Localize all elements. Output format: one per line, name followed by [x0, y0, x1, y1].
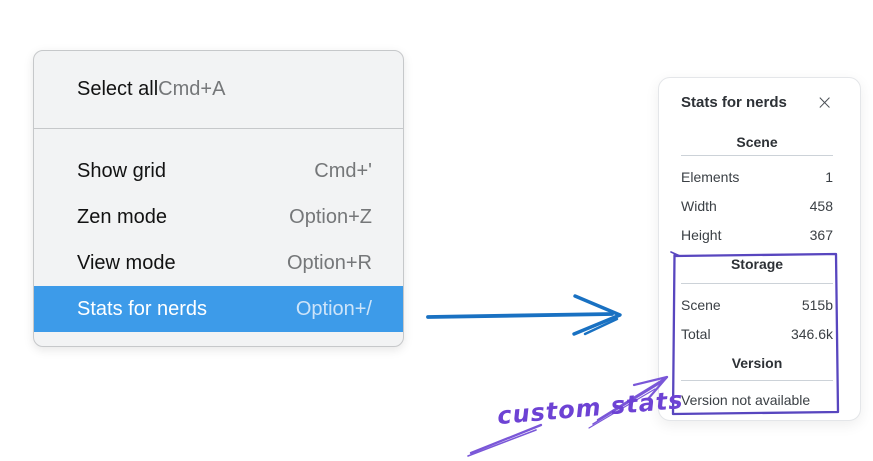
storage-section: Storage Scene 515b Total 346.6k	[681, 253, 833, 348]
menu-item-stats-for-nerds[interactable]: Stats for nerds Option+/	[34, 286, 403, 332]
stat-label: Width	[681, 197, 717, 214]
stats-panel-title: Stats for nerds	[681, 93, 787, 111]
menu-section-bottom: Show grid Cmd+' Zen mode Option+Z View m…	[34, 129, 403, 332]
stat-row-scene-storage: Scene 515b	[681, 290, 833, 319]
menu-item-shortcut: Option+Z	[289, 205, 372, 228]
stat-label: Total	[681, 325, 711, 342]
stat-label: Scene	[681, 296, 721, 313]
stats-panel-header: Stats for nerds ×	[681, 89, 833, 115]
version-section-header: Version	[731, 355, 783, 371]
stat-label: Elements	[681, 168, 740, 185]
menu-section-top: Select all Cmd+A	[34, 51, 403, 128]
annotation-text: custom stats	[496, 385, 685, 431]
menu-item-shortcut: Cmd+'	[314, 159, 372, 182]
stat-value: 367	[809, 226, 833, 243]
stat-value: 1	[825, 168, 833, 185]
scene-section-header: Scene	[736, 134, 778, 150]
menu-item-zen-mode[interactable]: Zen mode Option+Z	[34, 194, 403, 240]
stat-row-total-storage: Total 346.6k	[681, 319, 833, 348]
stat-row-height: Height 367	[681, 220, 833, 249]
menu-item-select-all[interactable]: Select all Cmd+A	[34, 51, 256, 128]
menu-item-shortcut: Option+R	[286, 251, 372, 274]
storage-section-header: Storage	[730, 256, 784, 272]
menu-item-label: View mode	[77, 251, 176, 274]
stat-value: 458	[809, 197, 833, 214]
close-button[interactable]: ×	[816, 92, 833, 112]
menu-item-shortcut: Option+/	[295, 297, 372, 320]
menu-to-panel-arrow-icon	[426, 294, 622, 336]
menu-item-label: Select all	[77, 78, 159, 100]
version-note: Version not available	[681, 387, 833, 413]
menu-item-label: Show grid	[77, 159, 166, 182]
context-menu: Select all Cmd+A Show grid Cmd+' Zen mod…	[33, 50, 404, 347]
section-divider	[681, 380, 833, 381]
scene-section: Scene Elements 1 Width 458 Height 367	[681, 133, 833, 249]
version-section: Version Version not available	[681, 352, 833, 413]
menu-item-label: Stats for nerds	[77, 297, 208, 320]
stat-value: 515b	[801, 296, 833, 313]
stat-row-width: Width 458	[681, 191, 833, 220]
section-divider	[681, 155, 833, 156]
menu-item-shortcut: Cmd+A	[158, 78, 226, 100]
close-icon: ×	[816, 90, 833, 114]
section-divider	[681, 283, 833, 284]
stat-value: 346.6k	[790, 325, 833, 342]
menu-divider	[34, 128, 403, 129]
version-note-text: Version not available	[681, 392, 811, 408]
menu-item-view-mode[interactable]: View mode Option+R	[34, 240, 403, 286]
menu-item-label: Zen mode	[77, 205, 168, 228]
stat-row-elements: Elements 1	[681, 162, 833, 191]
menu-item-show-grid[interactable]: Show grid Cmd+'	[34, 148, 403, 194]
stats-panel: Stats for nerds × Scene Elements 1 Width…	[658, 77, 861, 421]
stat-label: Height	[681, 226, 722, 243]
